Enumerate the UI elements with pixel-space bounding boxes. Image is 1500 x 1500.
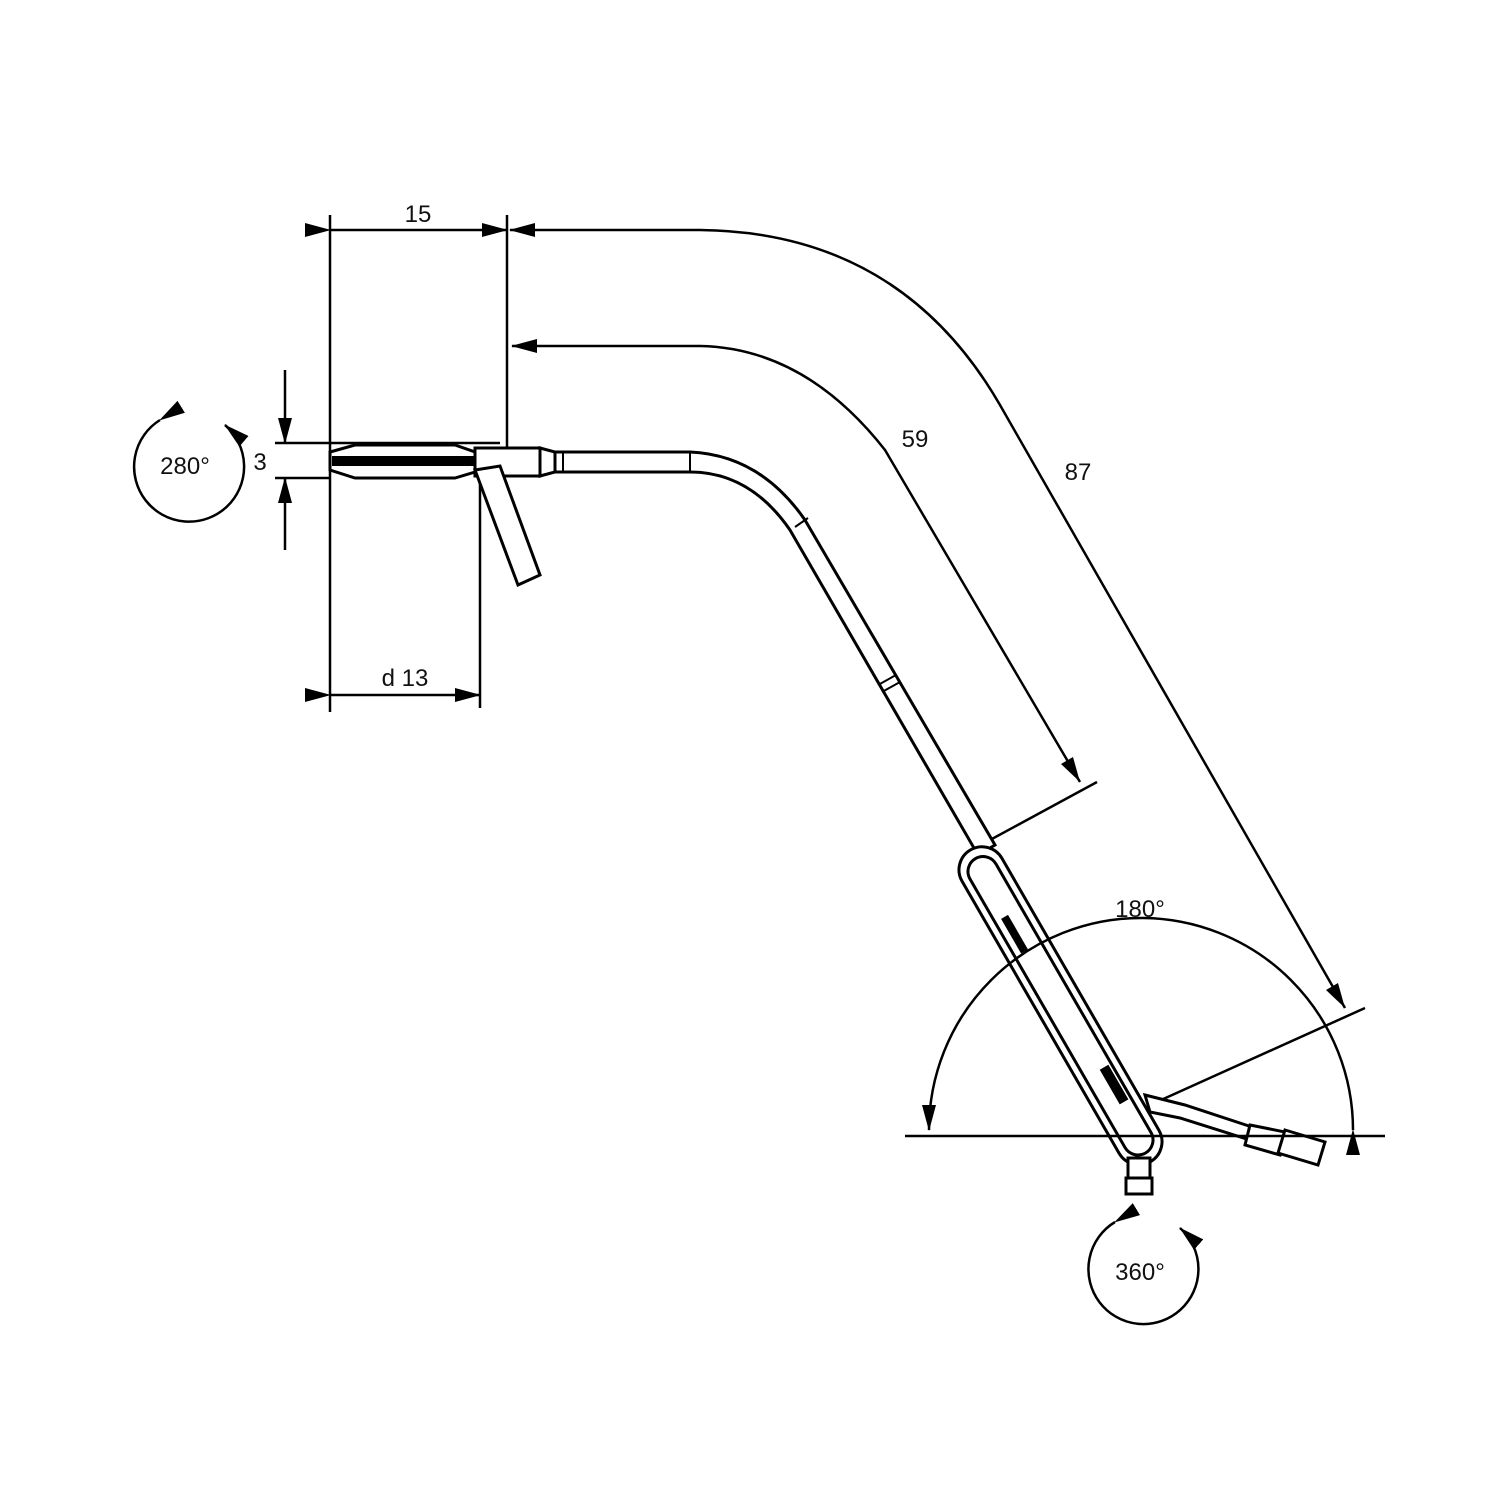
power-cable xyxy=(1142,1092,1327,1167)
dimension-label-59: 59 xyxy=(902,426,929,453)
dimension-label-d13: d 13 xyxy=(382,665,429,692)
rotation-label-180: 180° xyxy=(1115,896,1165,923)
dimension-label-3: 3 xyxy=(253,449,266,476)
base-mount xyxy=(1124,1156,1154,1196)
rotation-label-360: 360° xyxy=(1115,1259,1165,1286)
head-rotation-indicator: 280° xyxy=(132,400,249,523)
dimension-87: 87 xyxy=(509,223,1366,1107)
arm-swing-indicator: 180° xyxy=(905,896,1385,1156)
dimension-label-15: 15 xyxy=(405,201,432,228)
handle xyxy=(472,464,542,588)
dimension-3: 3 xyxy=(253,370,500,550)
lower-arm xyxy=(957,845,1164,1167)
dimension-label-87: 87 xyxy=(1065,459,1092,486)
base-rotation-indicator: 360° xyxy=(1087,1203,1204,1326)
rotation-label-280: 280° xyxy=(160,453,210,480)
dimension-59: 59 xyxy=(511,339,1098,842)
upper-arm xyxy=(553,450,998,858)
lamp-head xyxy=(328,443,557,588)
dimension-d13: d 13 xyxy=(305,478,482,708)
